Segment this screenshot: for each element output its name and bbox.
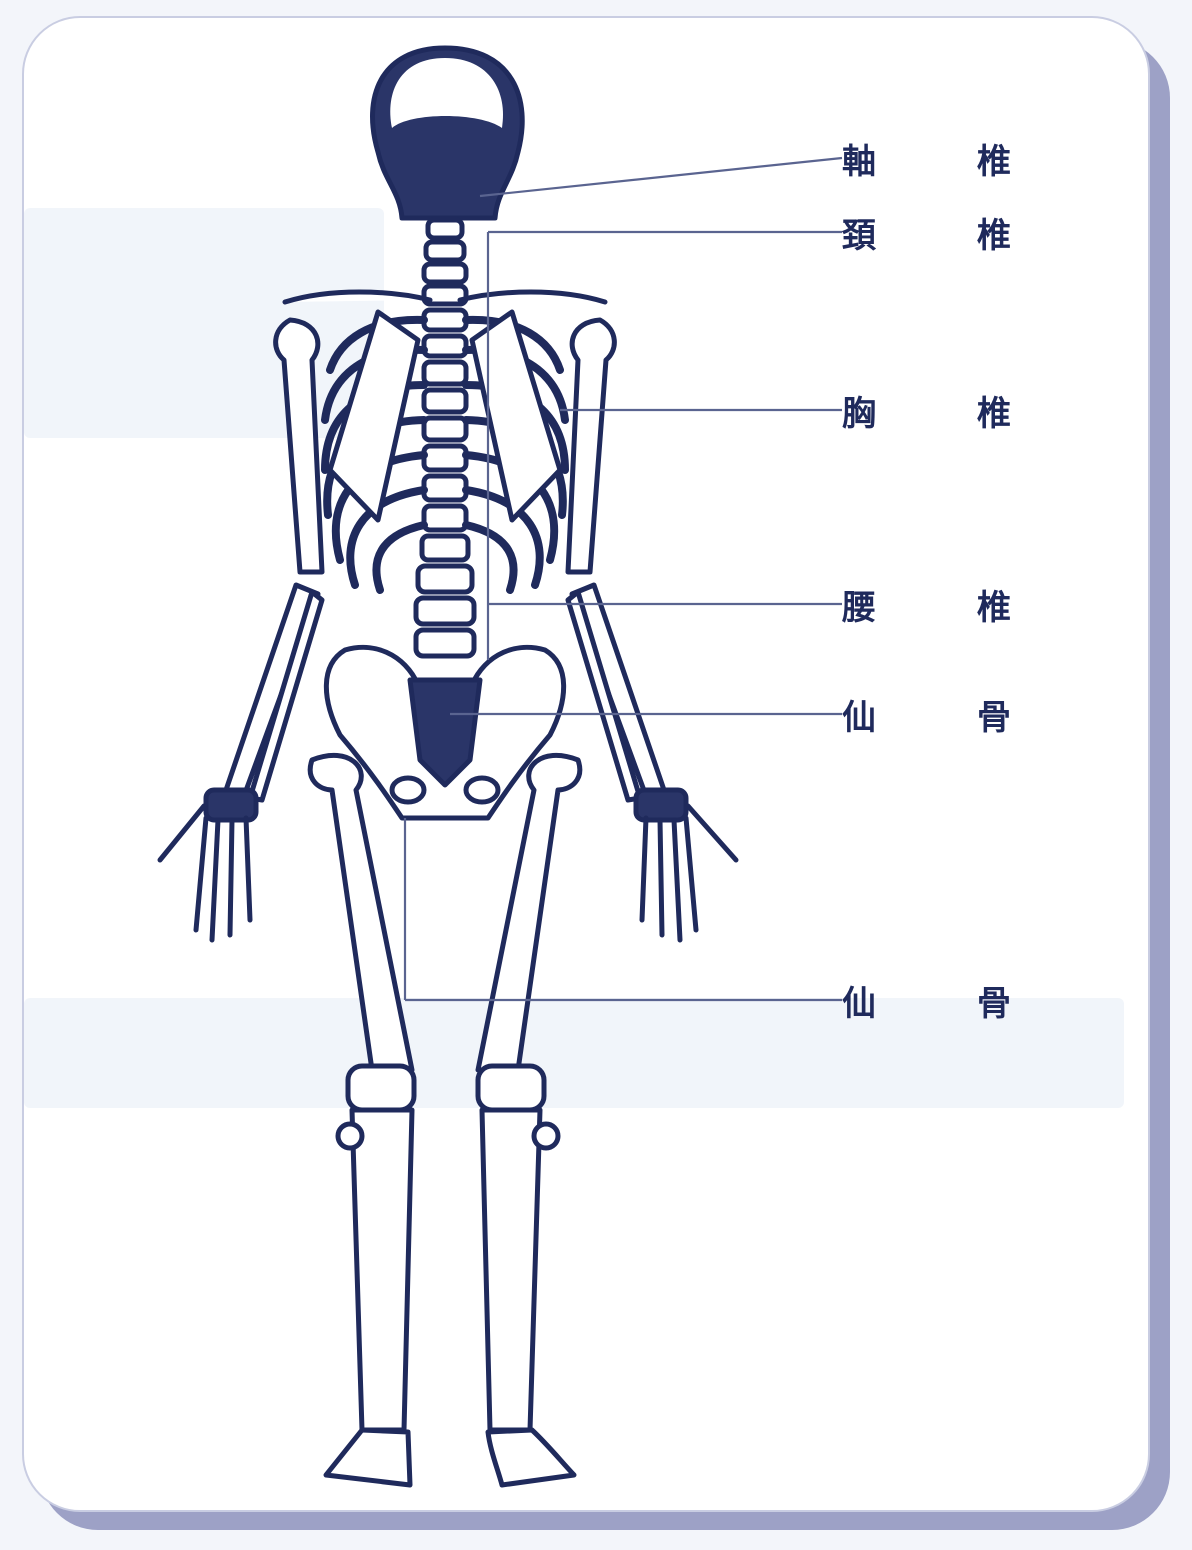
- fibula-head: [338, 1124, 362, 1148]
- label-char: 椎: [977, 386, 1012, 435]
- tibia: [352, 1110, 412, 1430]
- clavicle: [285, 292, 430, 302]
- label-char: 腰: [842, 580, 877, 629]
- label-char: 胸: [842, 386, 877, 435]
- label-cervical: 頚 椎: [842, 212, 1012, 252]
- leader-line: [480, 158, 842, 196]
- foot: [488, 1430, 574, 1485]
- foot: [326, 1430, 410, 1485]
- knee: [348, 1066, 414, 1110]
- hand-right: [636, 790, 736, 940]
- label-char: 仙: [842, 690, 877, 739]
- hand-left: [160, 790, 256, 940]
- fibula-head: [534, 1124, 558, 1148]
- label-char: 骨: [977, 690, 1012, 739]
- knee: [478, 1066, 544, 1110]
- label-char: 椎: [977, 208, 1012, 257]
- label-char: 骨: [977, 976, 1012, 1025]
- label-char: 仙: [842, 976, 877, 1025]
- obturator-foramen: [466, 778, 498, 802]
- label-axis: 軸 椎: [842, 138, 1012, 178]
- label-sacrum: 仙 骨: [842, 694, 1012, 734]
- label-char: 軸: [842, 134, 877, 183]
- humerus: [276, 320, 322, 572]
- label-char: 椎: [977, 580, 1012, 629]
- label-char: 椎: [977, 134, 1012, 183]
- humerus: [568, 320, 614, 572]
- label-sacrum-lower: 仙 骨: [842, 980, 1012, 1020]
- label-lumbar: 腰 椎: [842, 584, 1012, 624]
- spine: [416, 220, 474, 656]
- clavicle: [460, 292, 605, 302]
- label-char: 頚: [842, 208, 877, 257]
- obturator-foramen: [392, 778, 424, 802]
- tibia: [482, 1110, 540, 1430]
- label-thoracic: 胸 椎: [842, 390, 1012, 430]
